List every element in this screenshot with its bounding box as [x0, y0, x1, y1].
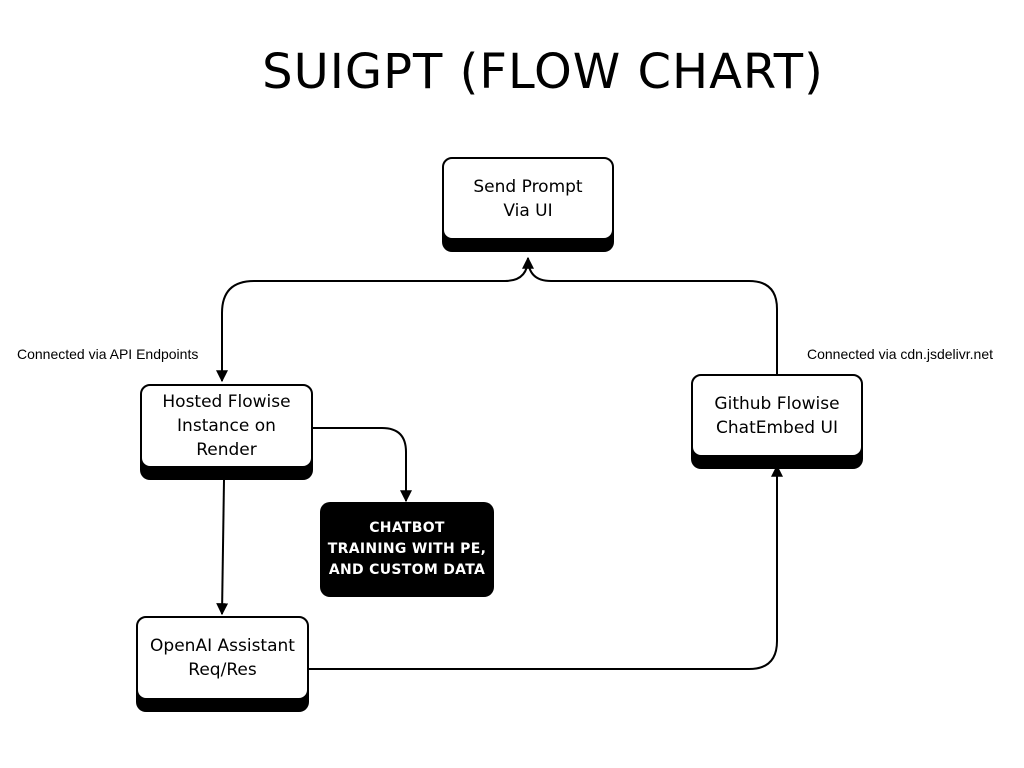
edge-github-to-send — [527, 257, 778, 374]
node-hosted-flowise: Hosted Flowise Instance on Render — [140, 384, 313, 468]
edge-hosted-to-chatbot — [313, 427, 412, 503]
diagram-title: SUIGPT (FLOW CHART) — [262, 44, 824, 100]
edge-label-api-endpoints: Connected via API Endpoints — [17, 346, 199, 362]
node-send-prompt: Send Prompt Via UI — [442, 157, 614, 240]
node-github-chatembed: Github Flowise ChatEmbed UI — [691, 374, 863, 457]
node-openai-assistant: OpenAI Assistant Req/Res — [136, 616, 309, 700]
node-chatbot-training: CHATBOT TRAINING WITH PE, AND CUSTOM DAT… — [320, 502, 494, 597]
edge-label-cdn: Connected via cdn.jsdelivr.net — [807, 346, 993, 362]
edge-openai-to-github — [309, 464, 783, 670]
edge-send-to-hosted — [216, 256, 534, 383]
edge-hosted-to-openai — [216, 479, 229, 616]
